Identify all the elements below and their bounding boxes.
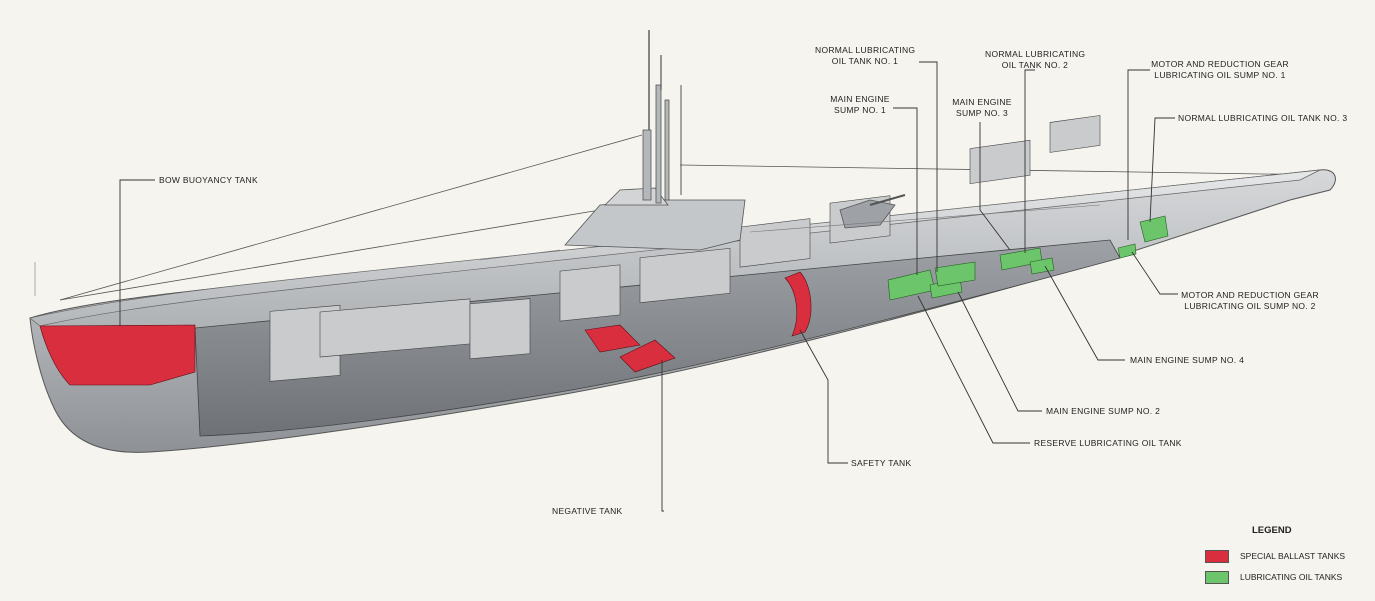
label-line: NORMAL LUBRICATING [815, 45, 916, 55]
label-normal-lube-tank-2: NORMAL LUBRICATING OIL TANK NO. 2 [985, 49, 1085, 71]
negative-tank-shape [584, 324, 676, 373]
legend-swatch-green [1205, 571, 1229, 584]
label-motor-gear-sump-2: MOTOR AND REDUCTION GEAR LUBRICATING OIL… [1180, 290, 1320, 312]
legend-title: LEGEND [1252, 525, 1292, 536]
safety-tank-shape [784, 271, 812, 337]
label-line: SUMP NO. 1 [834, 105, 886, 115]
label-line: NORMAL LUBRICATING [985, 49, 1086, 59]
deck-rails [34, 204, 1101, 296]
internal-compartments [269, 115, 1101, 382]
bow-buoyancy-tank-shape [39, 324, 196, 386]
label-main-engine-sump-1: MAIN ENGINE SUMP NO. 1 [830, 94, 890, 116]
conning-tower [564, 30, 906, 251]
motor-gear-sump-2-shape [1117, 243, 1137, 259]
special-ballast-tanks [39, 271, 812, 386]
label-line: LUBRICATING OIL SUMP NO. 2 [1184, 301, 1316, 311]
label-line: OIL TANK NO. 2 [1001, 60, 1069, 70]
main-engine-sump-4-shape [1029, 257, 1055, 275]
label-motor-gear-sump-1: MOTOR AND REDUCTION GEAR LUBRICATING OIL… [1150, 59, 1290, 81]
label-line: OIL TANK NO. 1 [831, 56, 899, 66]
legend-label: SPECIAL BALLAST TANKS [1240, 551, 1346, 561]
label-normal-lube-tank-3: NORMAL LUBRICATING OIL TANK NO. 3 [1178, 113, 1348, 123]
normal-lube-tank-3-shape [1139, 215, 1169, 243]
label-line: MAIN ENGINE [952, 97, 1012, 107]
label-normal-lube-tank-1: NORMAL LUBRICATING OIL TANK NO. 1 [815, 45, 915, 67]
label-main-engine-sump-3: MAIN ENGINE SUMP NO. 3 [952, 97, 1012, 119]
label-line: MOTOR AND REDUCTION GEAR [1181, 290, 1319, 300]
submarine-deck [29, 169, 1321, 327]
label-negative-tank: NEGATIVE TANK [552, 506, 623, 516]
label-safety-tank: SAFETY TANK [851, 458, 912, 468]
legend-label: LUBRICATING OIL TANKS [1240, 572, 1343, 582]
label-main-engine-sump-2: MAIN ENGINE SUMP NO. 2 [1046, 406, 1161, 416]
label-line: SUMP NO. 3 [956, 108, 1008, 118]
normal-lube-tank-1-shape [934, 261, 976, 287]
lubricating-oil-tanks [887, 215, 1169, 301]
label-main-engine-sump-4: MAIN ENGINE SUMP NO. 4 [1130, 355, 1245, 365]
leader-lines [119, 61, 1178, 512]
label-bow-buoyancy-tank: BOW BUOYANCY TANK [159, 175, 258, 185]
label-line: LUBRICATING OIL SUMP NO. 1 [1154, 70, 1286, 80]
legend-swatch-red [1205, 550, 1229, 563]
label-line: MAIN ENGINE [830, 94, 890, 104]
label-line: MOTOR AND REDUCTION GEAR [1151, 59, 1289, 69]
label-reserve-lube-tank: RESERVE LUBRICATING OIL TANK [1034, 438, 1182, 448]
